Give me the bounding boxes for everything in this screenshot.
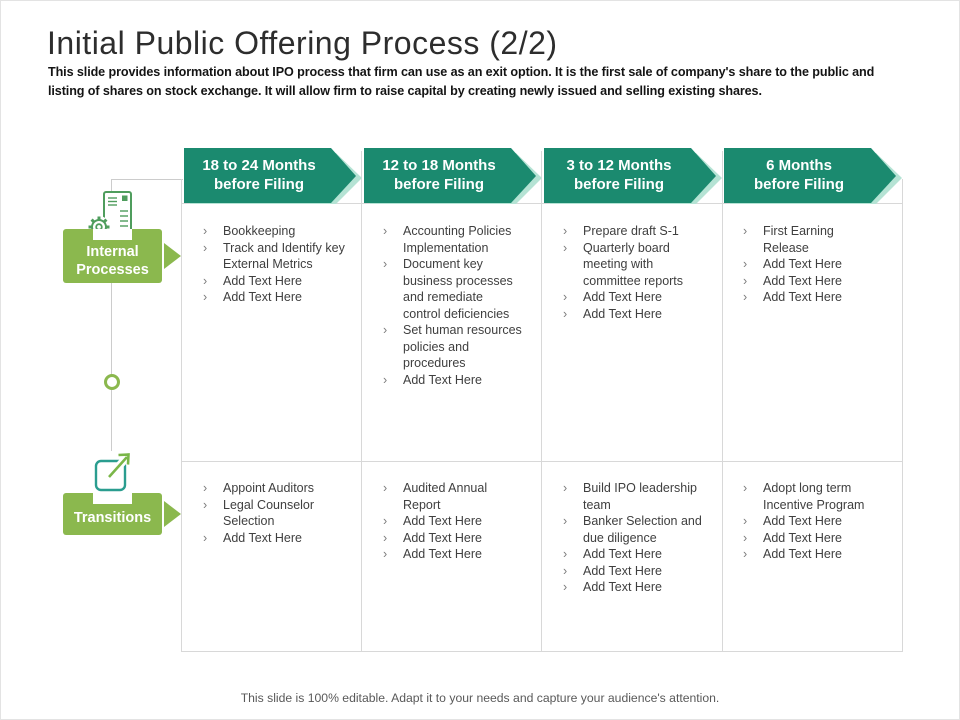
cell-transitions-col2: Audited Annual Report Add Text Here Add … — [382, 480, 517, 563]
list-item: Banker Selection and due diligence — [562, 513, 709, 546]
column-header-label: 12 to 18 Months before Filing — [382, 157, 496, 193]
row-label-transitions: Transitions — [63, 493, 162, 535]
cell-internal-col2: Accounting Policies Implementation Docum… — [382, 223, 523, 388]
column-header-label: 6 Months before Filing — [754, 157, 844, 193]
footer-note: This slide is 100% editable. Adapt it to… — [240, 691, 720, 705]
connector-line-horizontal — [111, 179, 183, 180]
list-item: Add Text Here — [382, 513, 517, 530]
table-border-right — [902, 179, 903, 651]
list-item: Add Text Here — [562, 306, 705, 323]
list-item: Add Text Here — [742, 530, 882, 547]
table-divider-col1 — [361, 151, 362, 651]
list-item: Bookkeeping — [202, 223, 348, 240]
cell-internal-col4: First Earning Release Add Text Here Add … — [742, 223, 882, 306]
cell-internal-col1: Bookkeeping Track and Identify key Exter… — [202, 223, 348, 306]
list-item: Adopt long term Incentive Program — [742, 480, 882, 513]
column-header-2: 12 to 18 Months before Filing — [362, 147, 543, 205]
column-header-3: 3 to 12 Months before Filing — [542, 147, 723, 205]
list-item: Add Text Here — [202, 273, 348, 290]
table-divider-col3 — [722, 151, 723, 651]
cell-transitions-col4: Adopt long term Incentive Program Add Te… — [742, 480, 882, 563]
external-link-icon — [94, 453, 130, 492]
slide-description: This slide provides information about IP… — [48, 65, 875, 99]
chevron-banner-icon — [724, 148, 902, 204]
list-item: Quarterly board meeting with committee r… — [562, 240, 705, 290]
cell-transitions-col3: Build IPO leadership team Banker Selecti… — [562, 480, 709, 596]
list-item: Document key business processes and reme… — [382, 256, 523, 322]
list-item: Accounting Policies Implementation — [382, 223, 523, 256]
list-item: Add Text Here — [742, 546, 882, 563]
list-item: Add Text Here — [562, 563, 709, 580]
column-header-label: 18 to 24 Months before Filing — [202, 157, 316, 193]
list-item: Appoint Auditors — [202, 480, 348, 497]
list-item: Add Text Here — [742, 513, 882, 530]
list-item: Add Text Here — [562, 289, 705, 306]
document-gear-icon — [88, 191, 132, 238]
bullet-list: Prepare draft S-1 Quarterly board meetin… — [562, 223, 705, 322]
label-arrow-right-icon — [164, 501, 181, 527]
cell-transitions-col1: Appoint Auditors Legal Counselor Selecti… — [202, 480, 348, 546]
list-item: Track and Identify key External Metrics — [202, 240, 348, 273]
bullet-list: Appoint Auditors Legal Counselor Selecti… — [202, 480, 348, 546]
list-item: Add Text Here — [202, 530, 348, 547]
page-title: Initial Public Offering Process (2/2) — [47, 25, 558, 61]
list-item: Add Text Here — [742, 289, 882, 306]
connector-circle-node — [104, 374, 120, 390]
column-header-1: 18 to 24 Months before Filing — [182, 147, 363, 205]
list-item: Build IPO leadership team — [562, 480, 709, 513]
chevron-banner-icon — [544, 148, 722, 204]
bullet-list: First Earning Release Add Text Here Add … — [742, 223, 882, 306]
table-border-left — [181, 179, 182, 651]
list-item: Prepare draft S-1 — [562, 223, 705, 240]
bullet-list: Audited Annual Report Add Text Here Add … — [382, 480, 517, 563]
cell-internal-col3: Prepare draft S-1 Quarterly board meetin… — [562, 223, 705, 322]
list-item: Add Text Here — [742, 256, 882, 273]
list-item: Audited Annual Report — [382, 480, 517, 513]
table-header-rule — [181, 203, 903, 204]
list-item: Add Text Here — [562, 579, 709, 596]
list-item: Add Text Here — [202, 289, 348, 306]
column-header-4: 6 Months before Filing — [722, 147, 903, 205]
list-item: Add Text Here — [382, 372, 523, 389]
bullet-list: Bookkeeping Track and Identify key Exter… — [202, 223, 348, 306]
list-item: Add Text Here — [382, 530, 517, 547]
table-border-bottom — [181, 651, 903, 652]
list-item: Add Text Here — [562, 546, 709, 563]
list-item: First Earning Release — [742, 223, 882, 256]
column-header-label: 3 to 12 Months before Filing — [566, 157, 672, 193]
list-item: Add Text Here — [742, 273, 882, 290]
bullet-list: Accounting Policies Implementation Docum… — [382, 223, 523, 388]
chevron-banner-icon — [184, 148, 362, 204]
list-item: Set human resources policies and procedu… — [382, 322, 523, 372]
label-notch — [93, 493, 132, 504]
chevron-banner-icon — [364, 148, 542, 204]
label-arrow-right-icon — [164, 243, 181, 269]
list-item: Legal Counselor Selection — [202, 497, 348, 530]
bullet-list: Build IPO leadership team Banker Selecti… — [562, 480, 709, 596]
label-notch — [93, 229, 132, 240]
table-divider-col2 — [541, 151, 542, 651]
list-item: Add Text Here — [382, 546, 517, 563]
bullet-list: Adopt long term Incentive Program Add Te… — [742, 480, 882, 563]
connector-line-vertical — [111, 179, 112, 451]
table-row-divider — [181, 461, 903, 462]
